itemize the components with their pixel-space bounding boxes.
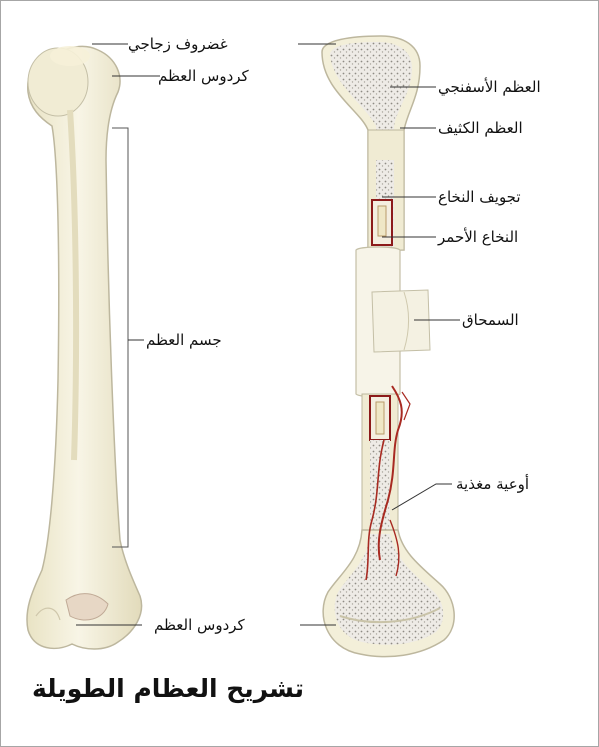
whole-bone-exterior: [27, 46, 142, 649]
label-spongy-bone: العظم الأسفنجي: [438, 78, 541, 96]
figure-title: تشريح العظام الطويلة: [32, 674, 304, 703]
label-epiphysis-top: كردوس العظم: [158, 67, 249, 85]
label-compact-bone: العظم الكثيف: [438, 119, 523, 137]
label-nutrient-vessels: أوعية مغذية: [456, 475, 529, 493]
label-red-marrow: النخاع الأحمر: [438, 228, 518, 246]
label-diaphysis: جسم العظم: [146, 331, 222, 349]
label-epiphysis-bottom: كردوس العظم: [154, 616, 245, 634]
label-articular-cartilage: غضروف زجاجي: [128, 35, 228, 53]
label-medullary-cavity: تجويف النخاع: [438, 188, 521, 206]
label-periosteum: السمحاق: [462, 311, 519, 329]
sectioned-bone: [322, 36, 454, 657]
